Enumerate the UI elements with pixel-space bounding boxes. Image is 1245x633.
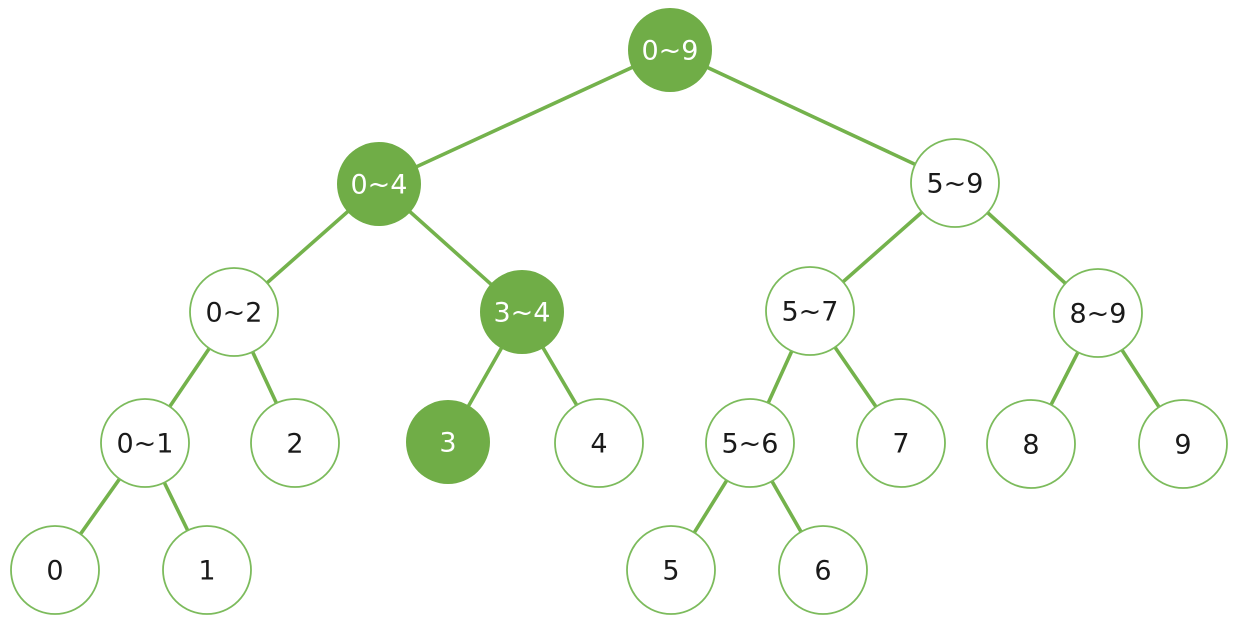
node-circle	[554, 398, 644, 488]
tree-node-5-6: 5~6	[705, 398, 795, 488]
node-label: 9	[1174, 429, 1191, 460]
node-label: 8	[1022, 429, 1039, 460]
node-label: 5~7	[782, 296, 839, 327]
tree-node-0-9: 0~9	[628, 8, 712, 92]
node-circle-highlighted	[406, 400, 490, 484]
node-circle	[100, 398, 190, 488]
node-circle	[189, 267, 279, 357]
node-label: 2	[286, 428, 303, 459]
node-circle	[626, 525, 716, 615]
tree-node-1: 1	[162, 525, 252, 615]
tree-node-8-9: 8~9	[1053, 268, 1143, 358]
tree-node-5-9: 5~9	[910, 138, 1000, 228]
tree-edge-0-9--5-9	[668, 48, 957, 185]
node-label: 6	[814, 555, 831, 586]
node-label: 7	[892, 428, 909, 459]
tree-node-5: 5	[626, 525, 716, 615]
tree-node-0-4: 0~4	[337, 142, 421, 226]
tree-node-7: 7	[856, 398, 946, 488]
node-label: 1	[198, 555, 215, 586]
node-label: 3~4	[494, 297, 551, 328]
node-circle	[705, 398, 795, 488]
tree-node-3: 3	[406, 400, 490, 484]
tree-node-0: 0	[10, 525, 100, 615]
node-label: 5	[662, 555, 679, 586]
tree-node-3-4: 3~4	[480, 270, 564, 354]
node-label: 4	[590, 428, 607, 459]
tree-node-8: 8	[986, 399, 1076, 489]
node-circle	[778, 525, 868, 615]
node-circle-highlighted	[337, 142, 421, 226]
node-circle-highlighted	[480, 270, 564, 354]
node-circle	[10, 525, 100, 615]
node-label: 0~2	[206, 297, 263, 328]
node-label: 0~1	[117, 428, 174, 459]
node-circle	[765, 266, 855, 356]
node-circle	[856, 398, 946, 488]
tree-node-5-7: 5~7	[765, 266, 855, 356]
node-circle	[250, 398, 340, 488]
node-circle	[986, 399, 1076, 489]
node-circle-highlighted	[628, 8, 712, 92]
tree-node-0-1: 0~1	[100, 398, 190, 488]
node-label: 8~9	[1070, 298, 1127, 329]
node-label: 3	[439, 427, 456, 458]
node-label: 5~9	[927, 168, 984, 199]
node-label: 0	[46, 555, 63, 586]
node-label: 0~4	[351, 169, 408, 200]
node-label: 5~6	[722, 428, 779, 459]
node-circle	[1138, 399, 1228, 489]
tree-node-0-2: 0~2	[189, 267, 279, 357]
node-circle	[162, 525, 252, 615]
tree-node-6: 6	[778, 525, 868, 615]
tree-edge-0-9--0-4	[377, 48, 672, 186]
tree-node-9: 9	[1138, 399, 1228, 489]
node-circle	[1053, 268, 1143, 358]
tree-node-2: 2	[250, 398, 340, 488]
node-circle	[910, 138, 1000, 228]
tree-node-4: 4	[554, 398, 644, 488]
node-label: 0~9	[642, 35, 699, 66]
